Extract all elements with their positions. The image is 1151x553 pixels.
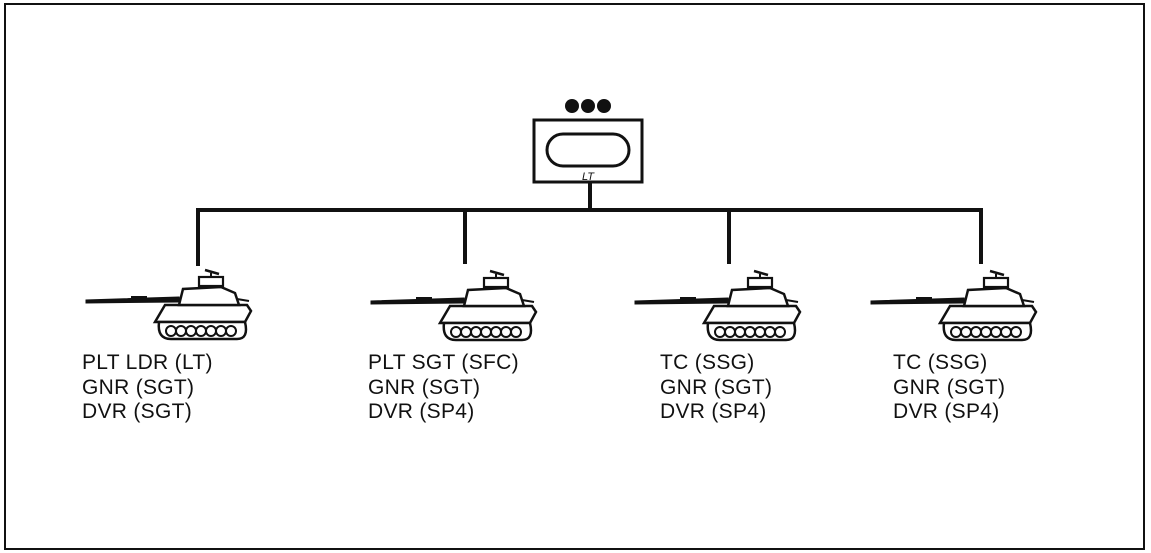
org-connectors bbox=[196, 182, 983, 266]
tank-icon bbox=[84, 268, 253, 341]
crew-member: TC (SSG) bbox=[893, 351, 988, 374]
crew-list: PLT SGT (SFC) GNR (SGT) DVR (SP4) bbox=[368, 351, 519, 425]
crew-list: TC (SSG) GNR (SGT) DVR (SP4) bbox=[660, 351, 772, 425]
crew-member: PLT SGT (SFC) bbox=[368, 351, 519, 374]
crew-member: DVR (SP4) bbox=[660, 400, 767, 423]
crew-member: GNR (SGT) bbox=[660, 375, 773, 399]
crew-member: GNR (SGT) bbox=[368, 375, 481, 399]
hq-symbol: LT bbox=[532, 118, 644, 184]
hq-label: LT bbox=[582, 171, 595, 183]
diagram-frame bbox=[4, 3, 1145, 550]
crew-list: PLT LDR (LT) GNR (SGT) DVR (SGT) bbox=[82, 351, 213, 425]
crew-member: DVR (SGT) bbox=[82, 400, 193, 423]
platoon-dots-icon bbox=[565, 99, 611, 113]
crew-member: DVR (SP4) bbox=[893, 400, 1000, 423]
crew-list: TC (SSG) GNR (SGT) DVR (SP4) bbox=[893, 351, 1005, 425]
crew-member: GNR (SGT) bbox=[893, 375, 1006, 399]
tank-icon bbox=[369, 269, 538, 342]
crew-member: TC (SSG) bbox=[660, 351, 755, 374]
crew-member: DVR (SP4) bbox=[368, 400, 475, 423]
tank-icon bbox=[869, 269, 1038, 342]
crew-member: GNR (SGT) bbox=[82, 375, 195, 399]
crew-member: PLT LDR (LT) bbox=[82, 351, 213, 374]
tank-icon bbox=[633, 269, 802, 342]
